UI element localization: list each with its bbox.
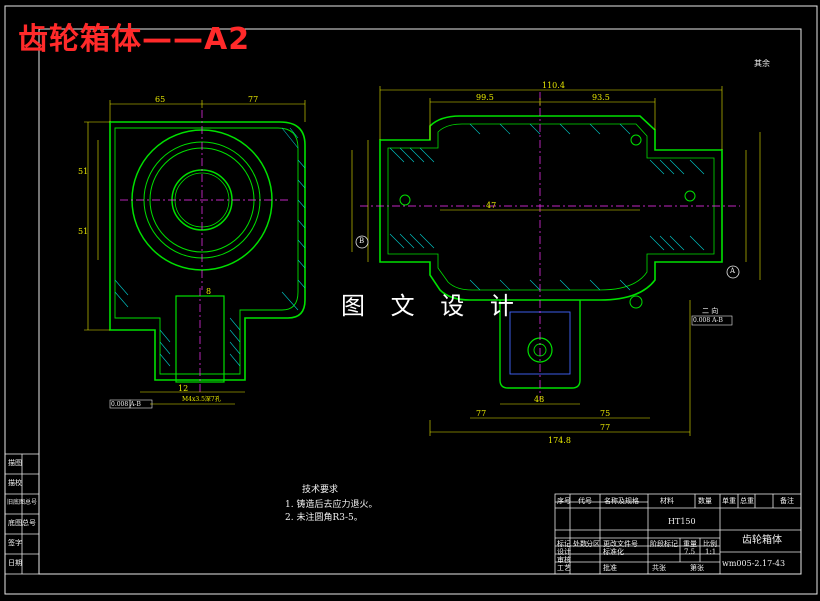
- tb-header-remarks: 备注: [780, 497, 794, 505]
- tb-stage-label: 阶段标记: [650, 540, 678, 548]
- tb-row-review: 审核: [557, 556, 571, 564]
- section-label-b: B: [359, 237, 365, 245]
- tb-scale-label: 比例: [703, 540, 717, 548]
- strip-base-no: 底图总号: [8, 519, 36, 527]
- tb-row-mark: 标记: [557, 540, 571, 548]
- section-label-a: A: [730, 267, 736, 275]
- strip-trace: 描图: [8, 459, 22, 467]
- dim-side-4: 47: [486, 201, 497, 210]
- tb-header-material: 材料: [660, 497, 674, 505]
- front-view: [84, 100, 306, 409]
- tb-header-qty: 数量: [698, 497, 712, 505]
- dim-side-7: 48: [534, 395, 545, 404]
- surface-note: 其余: [754, 59, 770, 68]
- dim-side-3: 93.5: [592, 93, 610, 102]
- left-strip-table: [4, 453, 40, 575]
- strip-trace-check: 描校: [8, 479, 22, 487]
- tb-part-name: 齿轮箱体: [742, 535, 782, 546]
- tb-header-total-weight: 总重: [740, 497, 754, 505]
- front-hatching: [114, 127, 306, 367]
- tb-col-standard: 标准化: [603, 548, 624, 556]
- tech-requirements-heading: 技术要求: [302, 485, 339, 495]
- drawing-title: 齿轮箱体——A2: [18, 22, 251, 57]
- dim-front-1: 65: [155, 95, 166, 104]
- dim-side-5: 77: [476, 409, 487, 418]
- drawing-frame: [4, 5, 818, 595]
- title-block-grid: [554, 493, 802, 575]
- tech-requirement-1: 1. 铸造后去应力退火。: [285, 500, 378, 510]
- dim-side-2: 99.5: [476, 93, 494, 102]
- tb-sheet-count: 共张: [652, 564, 666, 572]
- tb-material: HT150: [668, 517, 696, 526]
- tb-col-count: 处数: [573, 540, 587, 548]
- strip-sign: 签字: [8, 539, 22, 547]
- side-view: [351, 86, 761, 436]
- dim-front-thread: M4x3.5深7孔: [182, 396, 221, 403]
- tb-col-zone: 分区: [586, 540, 600, 548]
- dim-side-8: 77: [600, 423, 611, 432]
- tb-header-no: 序号: [557, 497, 571, 505]
- dim-side-6: 75: [600, 409, 611, 418]
- tb-sheet-no: 第张: [690, 564, 704, 572]
- tb-header-name: 名称及规格: [604, 497, 639, 505]
- dim-side-1: 110.4: [542, 81, 565, 90]
- tb-row-process: 工艺: [557, 564, 571, 572]
- tb-header-unit-weight: 单重: [722, 497, 736, 505]
- dim-side-9: 174.8: [548, 436, 571, 445]
- side-body-outline: [379, 115, 723, 301]
- side-hatching: [389, 123, 705, 291]
- tb-col-approve: 批准: [603, 564, 617, 572]
- watermark: 图 文 设 计: [341, 292, 523, 320]
- tolerance-box-2: 0.008 A-B: [693, 317, 723, 324]
- tb-row-design: 设计: [557, 548, 571, 556]
- tb-weight-label: 重量: [683, 540, 697, 548]
- tb-weight-value: 7.5: [684, 548, 696, 556]
- tech-requirement-2: 2. 未注圆角R3-5。: [285, 513, 363, 523]
- tb-header-code: 代号: [578, 497, 592, 505]
- strip-date: 日期: [8, 559, 22, 567]
- view-label-two: 二 向: [702, 307, 719, 315]
- dim-front-2: 77: [248, 95, 259, 104]
- strip-old-base: 旧底图总号: [7, 499, 38, 506]
- tb-drawing-no: wm005-2.17-43: [722, 559, 786, 568]
- tb-col-change-doc: 更改文件号: [603, 540, 638, 548]
- dim-front-5: 51: [78, 227, 89, 236]
- dim-front-3: 51: [78, 167, 89, 176]
- tolerance-box-1: 0.008 A-B: [111, 401, 141, 408]
- front-body-outline: [109, 121, 306, 381]
- dim-front-6: 8: [206, 287, 212, 296]
- dim-front-4: 12: [178, 384, 189, 393]
- tb-scale-value: 1:1: [705, 548, 717, 556]
